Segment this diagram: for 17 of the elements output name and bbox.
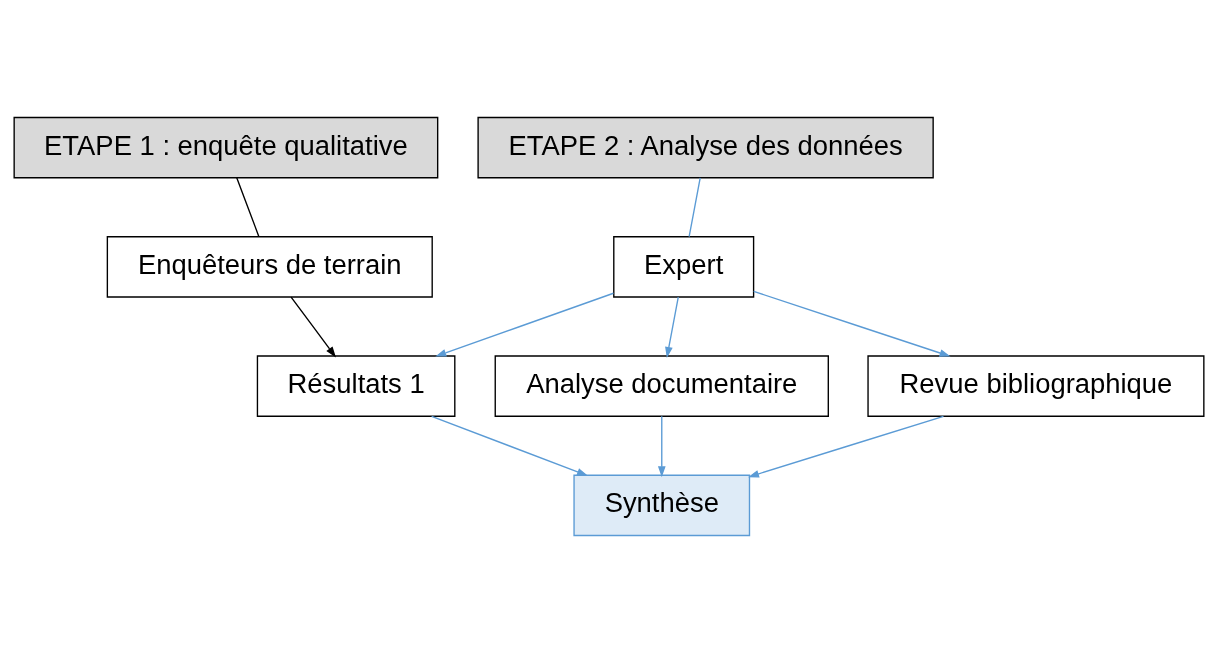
node-box: ETAPE 2 : Analyse des données [477,116,934,179]
arrow [290,296,336,358]
node-box: Expert [613,236,755,298]
arrow [435,292,615,357]
arrow [748,415,945,478]
connector [688,177,701,238]
node-box: Enquêteurs de terrain [106,236,433,298]
node-box: Résultats 1 [256,355,456,417]
arrow [665,296,679,358]
arrow [431,415,588,476]
arrow [657,415,666,478]
node-box: ETAPE 1 : enquête qualitative [13,116,439,179]
node-box: Revue bibliographique [867,355,1205,417]
node-box: Analyse documentaire [494,355,829,417]
node-box: Synthèse [573,474,751,537]
arrow [753,290,951,357]
connector [236,177,260,238]
